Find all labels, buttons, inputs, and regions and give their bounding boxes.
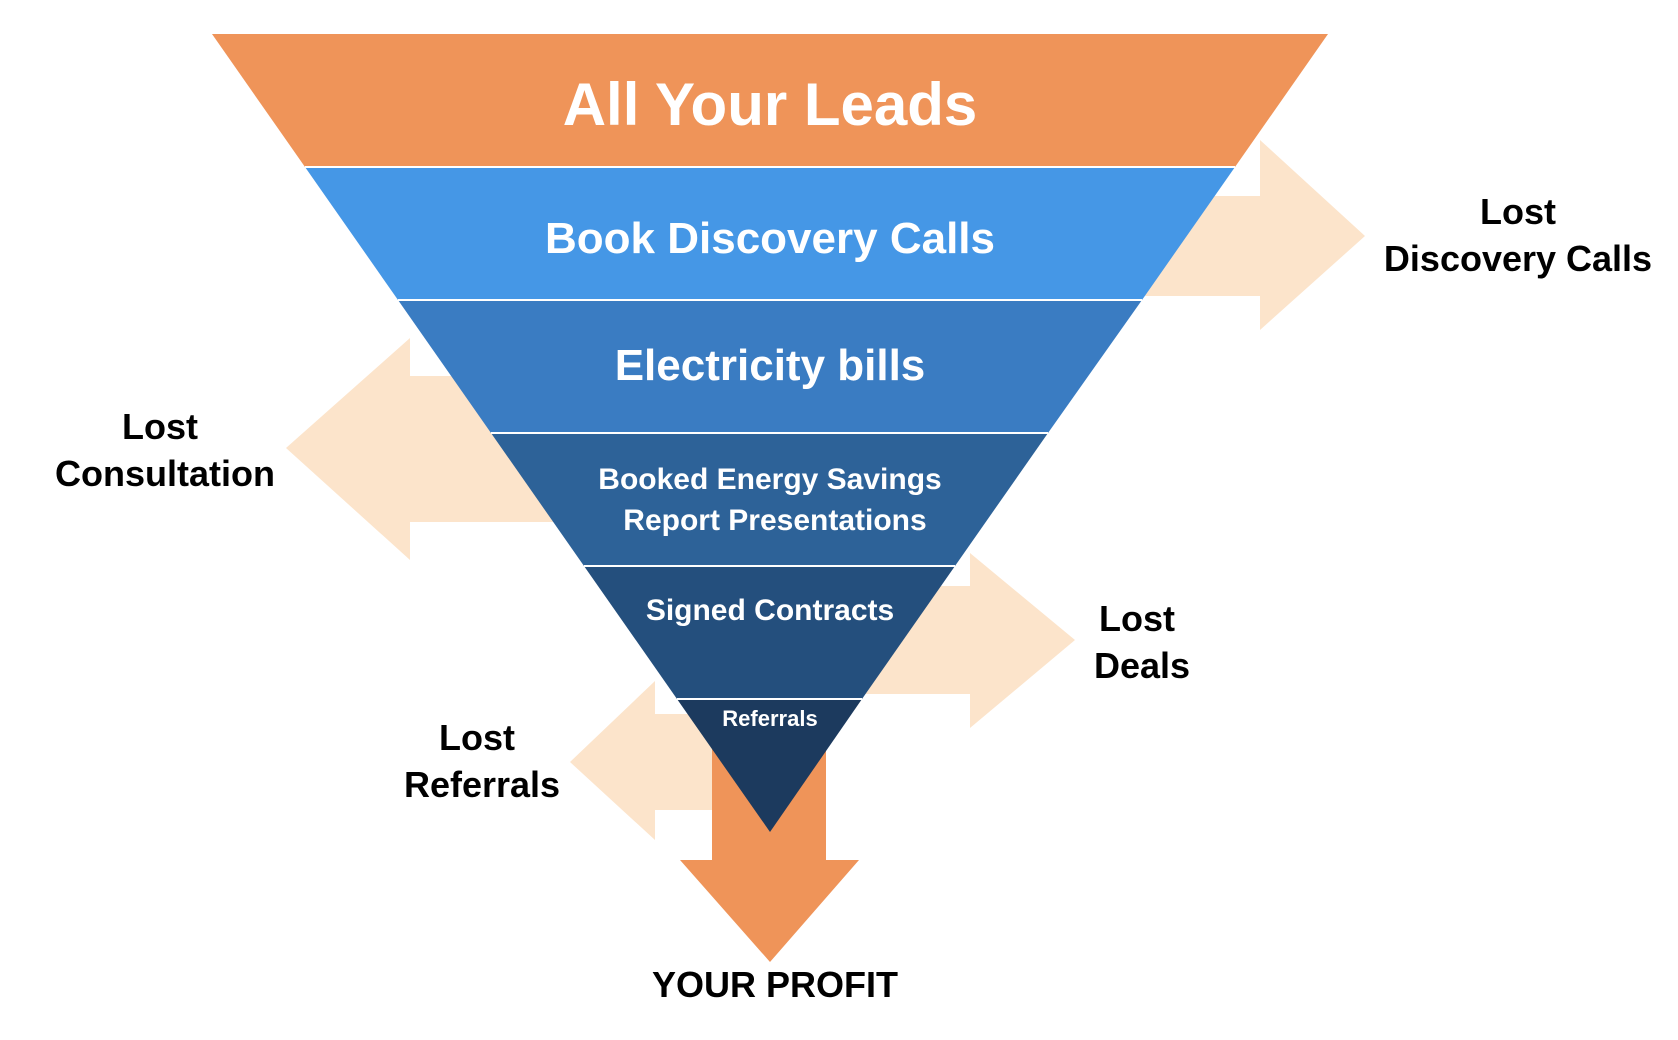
side-labels: Lost Discovery Calls Lost Consultation L… — [55, 191, 1652, 1005]
stage-electricity-bills — [398, 300, 1142, 433]
label-lost-consultation-line1: Lost — [122, 406, 198, 447]
stage-signed-contracts — [584, 566, 955, 699]
stage-energy-savings — [491, 433, 1048, 566]
stage-label-referrals: Referrals — [722, 706, 817, 731]
label-lost-deals-line2: Deals — [1094, 645, 1190, 686]
stage-all-leads — [212, 34, 1328, 167]
funnel — [212, 34, 1328, 832]
stage-label-electricity-bills: Electricity bills — [615, 341, 926, 390]
label-lost-discovery-calls-line1: Lost — [1480, 191, 1556, 232]
stage-label-all-leads: All Your Leads — [563, 71, 978, 138]
stage-dividers — [305, 166, 1235, 700]
stage-label-energy-savings-line1: Booked Energy Savings — [598, 463, 941, 496]
stage-label-energy-savings-line2: Report Presentations — [623, 504, 926, 537]
stage-label-discovery-calls: Book Discovery Calls — [545, 214, 995, 263]
label-lost-discovery-calls-line2: Discovery Calls — [1384, 238, 1652, 279]
profit-arrow — [680, 720, 859, 962]
arrow-lost-discovery-calls — [1110, 140, 1365, 330]
label-lost-deals-line1: Lost — [1099, 598, 1175, 639]
stage-referrals — [677, 699, 862, 832]
label-lost-consultation-line2: Consultation — [55, 453, 275, 494]
label-lost-referrals-line1: Lost — [439, 717, 515, 758]
label-lost-referrals-line2: Referrals — [404, 764, 560, 805]
stage-label-signed-contracts: Signed Contracts — [646, 594, 894, 627]
stage-labels: All Your Leads Book Discovery Calls Elec… — [545, 71, 995, 731]
label-your-profit: YOUR PROFIT — [652, 964, 898, 1005]
stage-discovery-calls — [305, 167, 1235, 300]
